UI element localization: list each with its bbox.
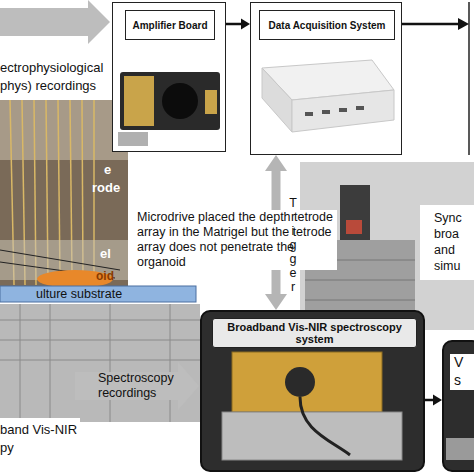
flow-arrow — [425, 395, 442, 406]
arrow-shaft — [226, 23, 242, 26]
flow-arrow — [226, 19, 250, 30]
hardware-box: Data Acquisition System — [250, 2, 402, 155]
output-arrow-head — [458, 18, 469, 30]
spectroscopy-arrow — [75, 362, 199, 410]
text-backdrop — [420, 205, 474, 280]
annotation-label: simu — [434, 258, 474, 274]
annotation-label: Microdrive placed the depth tetrode arra… — [137, 210, 337, 270]
amplifier-board-photo — [118, 72, 220, 146]
culture-substrate-band — [0, 286, 196, 302]
partial-box-edge — [468, 2, 470, 155]
annotation-label: broa — [434, 226, 474, 242]
organoid-shape — [37, 270, 113, 288]
output-arrow-shaft — [402, 23, 460, 26]
setup-part — [346, 220, 362, 234]
annotation-label: oid — [96, 268, 126, 284]
laptop-photo — [446, 438, 474, 460]
annotation-label: Sync — [434, 210, 474, 226]
label-backdrop — [0, 418, 80, 474]
annotation-label: phys) recordings — [0, 78, 130, 94]
laptop-box: Vs — [442, 340, 474, 472]
rack-grid — [0, 304, 200, 422]
annotation-label: rode — [92, 180, 128, 196]
annotation-label: band Vis-NIR — [0, 422, 80, 438]
node-text: Broadband Vis-NIR spectroscopy system — [212, 318, 417, 348]
annotation-label: ulture substrate — [36, 286, 186, 302]
setup-rack — [305, 240, 415, 320]
annotation-label: e — [104, 162, 124, 178]
annotation-label: Spectroscopy recordings — [98, 371, 184, 401]
annotation-label: ectrophysiological — [0, 60, 130, 76]
setup-grid — [305, 260, 415, 300]
arrow-head — [265, 294, 287, 310]
arrow-head — [265, 155, 287, 171]
spectrometer-photo — [222, 352, 402, 460]
edge-label: Trigger — [283, 196, 299, 294]
spectroscopy-box: Broadband Vis-NIR spectroscopy system — [200, 310, 425, 472]
setup-device — [340, 185, 370, 240]
arrow-shaft — [272, 170, 281, 295]
node-text: Data Acquisition System — [259, 10, 395, 40]
arrow-head — [433, 395, 442, 406]
hardware-box: Amplifier Board — [112, 2, 226, 152]
daq-device-photo — [262, 60, 394, 132]
annotation-label: py — [0, 440, 80, 456]
ephys-arrow — [0, 0, 110, 44]
node-text: s — [450, 372, 474, 390]
annotation-label: and — [434, 242, 474, 258]
arrow-head — [241, 19, 250, 30]
node-text: Amplifier Board — [125, 10, 215, 40]
rack-photo — [0, 304, 200, 422]
tetrode-photo — [0, 100, 128, 288]
annotation-label: el — [100, 246, 126, 262]
setup-photo — [300, 162, 474, 330]
photo-highlight — [0, 100, 128, 160]
node-text: V — [450, 354, 474, 372]
trigger-arrow — [265, 155, 287, 310]
arrow-shaft — [425, 399, 434, 402]
